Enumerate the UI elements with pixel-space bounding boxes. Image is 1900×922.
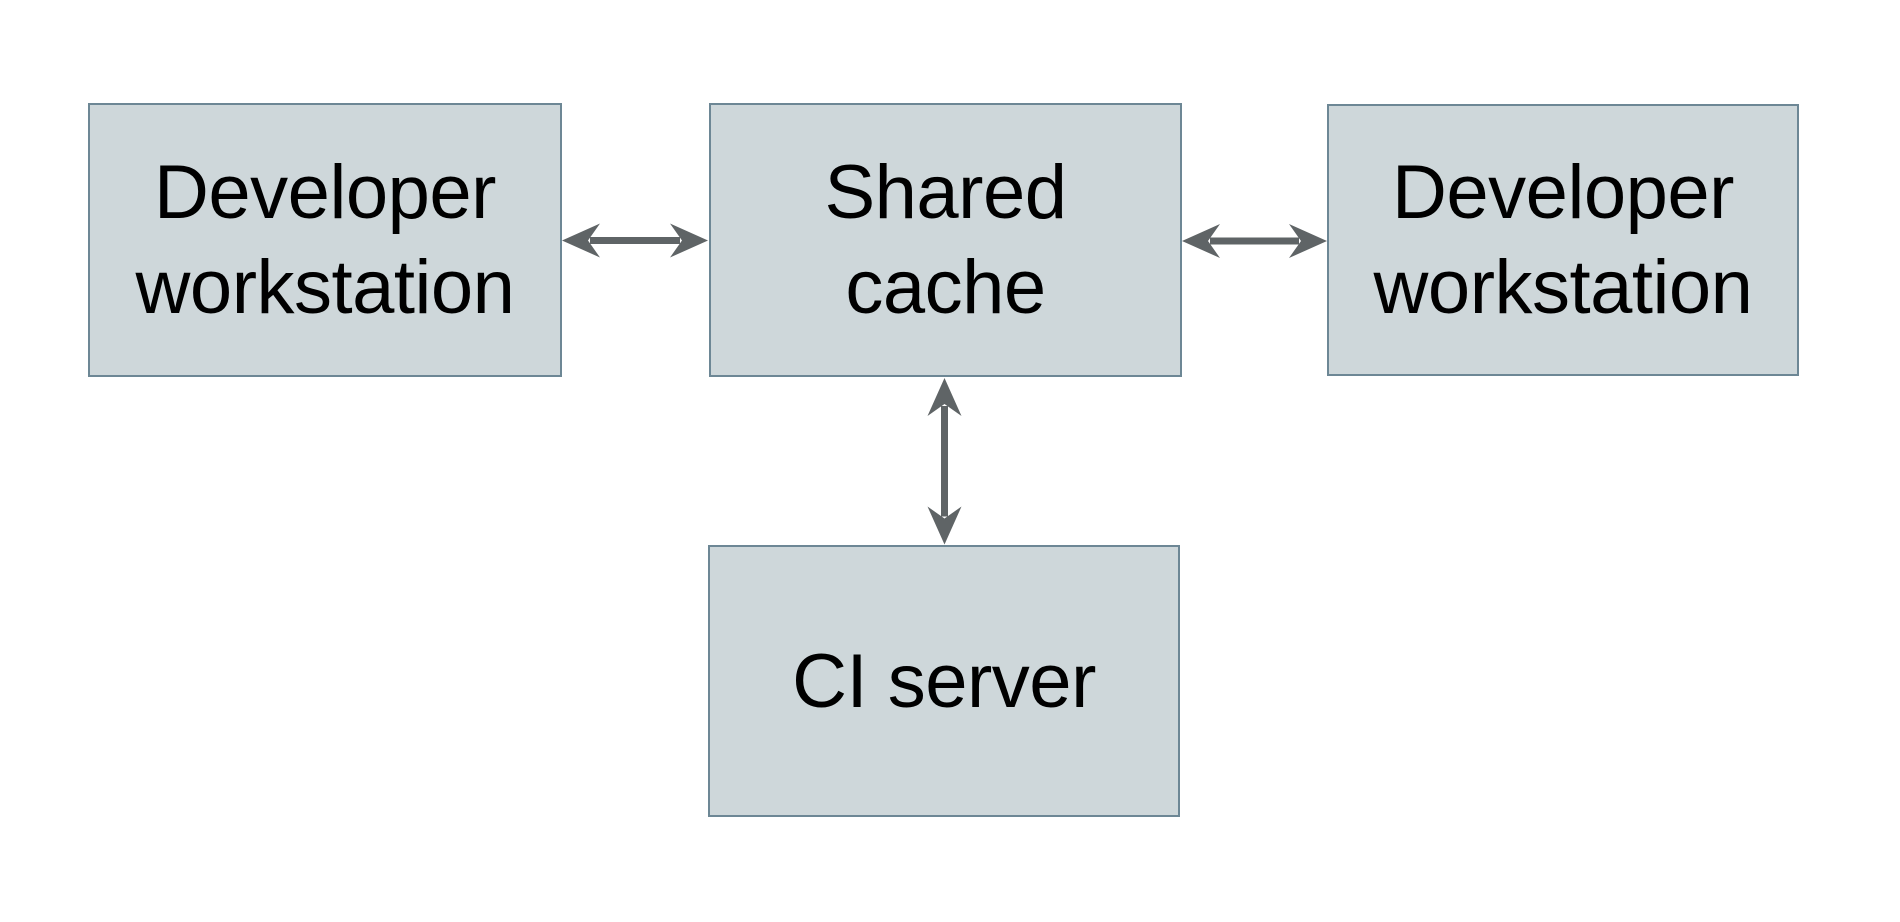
arrowhead-left-icon	[1182, 224, 1220, 258]
bidirectional-arrow-left-workstation-cache	[562, 223, 708, 258]
node-label-developer-workstation-right: Developer workstation	[1373, 150, 1753, 330]
node-label-shared-cache: Shared cache	[824, 150, 1067, 330]
arrowhead-right-icon	[670, 223, 708, 258]
node-label-ci-server: CI server	[792, 638, 1096, 724]
node-developer-workstation-left: Developer workstation	[88, 103, 562, 377]
node-label-developer-workstation-left: Developer workstation	[135, 150, 515, 330]
bidirectional-arrow-cache-right-workstation	[1182, 224, 1327, 258]
node-ci-server: CI server	[708, 545, 1180, 817]
arrowhead-down-icon	[927, 506, 962, 545]
node-shared-cache: Shared cache	[709, 103, 1182, 377]
bidirectional-arrow-cache-ci-server	[927, 378, 962, 545]
arrowhead-up-icon	[927, 378, 962, 416]
arrowhead-left-icon	[562, 223, 600, 258]
arrowhead-right-icon	[1289, 224, 1327, 258]
node-developer-workstation-right: Developer workstation	[1327, 104, 1799, 376]
